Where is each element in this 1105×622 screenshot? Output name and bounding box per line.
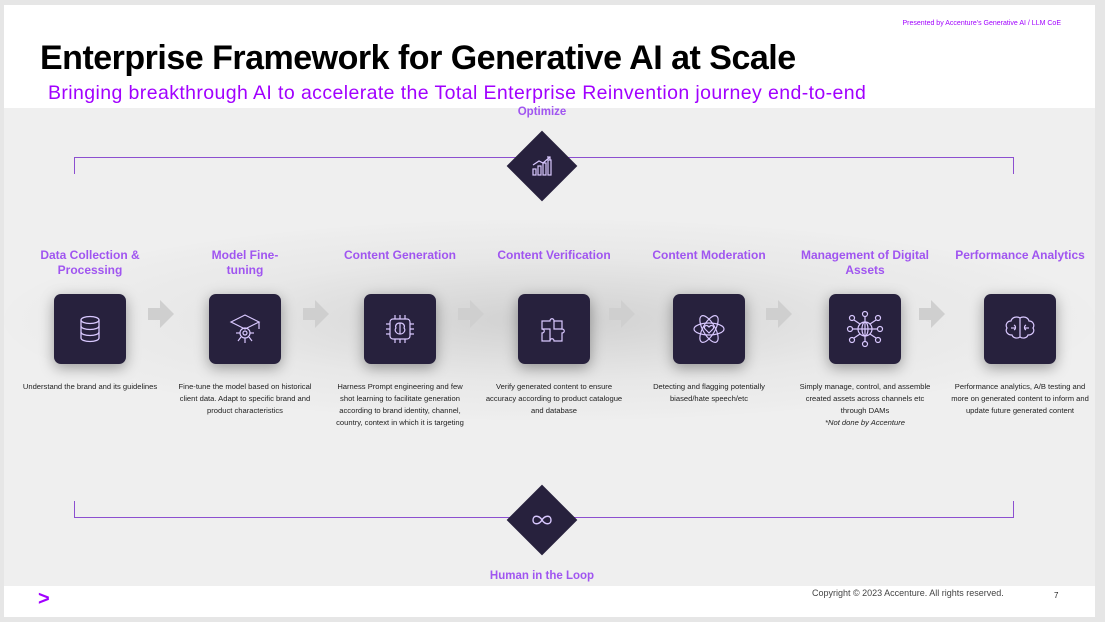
graduation-chip-icon — [227, 311, 263, 347]
chip-brain-icon — [383, 312, 417, 346]
step-title: Performance Analytics — [955, 248, 1085, 262]
brain-icon — [1002, 311, 1038, 347]
accenture-logo: > — [38, 588, 50, 610]
slide: Presented by Accenture's Generative AI /… — [4, 5, 1095, 617]
step-icon-box — [829, 294, 901, 364]
step-icon-box — [364, 294, 436, 364]
step-title: Content Generation — [343, 248, 456, 262]
step-icon-box — [209, 294, 281, 364]
page-number: 7 — [1054, 591, 1059, 600]
page-title: Enterprise Framework for Generative AI a… — [40, 39, 796, 77]
step-title: Management of Digital Assets — [800, 248, 929, 277]
presented-by-text: Presented by Accenture's Generative AI /… — [902, 20, 1061, 27]
step-icon-box — [518, 294, 590, 364]
step-title: Data Collection & Processing — [40, 248, 140, 277]
human-loop-label: Human in the Loop — [489, 570, 595, 582]
step-icon-box — [673, 294, 745, 364]
chart-growth-icon — [522, 146, 562, 186]
page-subtitle: Bringing breakthrough AI to accelerate t… — [48, 82, 867, 104]
flow-arrow — [458, 298, 484, 330]
flow-arrow — [766, 298, 792, 330]
copyright-text: Copyright © 2023 Accenture. All rights r… — [812, 588, 1004, 598]
flow-arrow — [609, 298, 635, 330]
step-description: Fine-tune the model based on historical … — [178, 382, 312, 415]
step-note: *Not done by Accenture — [825, 418, 905, 427]
step-icon-box — [54, 294, 126, 364]
optimize-label: Optimize — [517, 106, 567, 118]
step-description: Simply manage, control, and assemble cre… — [795, 381, 935, 429]
step-description: Understand the brand and its guidelines — [22, 382, 158, 391]
puzzle-icon — [537, 312, 571, 346]
flow-arrow — [303, 298, 329, 330]
step-description: Harness Prompt engineering and few shot … — [336, 382, 464, 427]
step-icon-box — [984, 294, 1056, 364]
step-title: Model Fine-tuning — [211, 248, 279, 277]
step-description: Performance analytics, A/B testing and m… — [951, 382, 1089, 415]
database-icon — [73, 312, 107, 346]
globe-network-icon — [846, 310, 884, 348]
flow-arrow — [919, 298, 945, 330]
step-description-text: Simply manage, control, and assemble cre… — [799, 382, 931, 415]
step-title: Content Moderation — [652, 248, 766, 262]
atom-heart-icon — [691, 311, 727, 347]
infinity-icon — [522, 500, 562, 540]
step-title: Content Verification — [497, 248, 611, 262]
step-description: Verify generated content to ensure accur… — [485, 382, 623, 415]
flow-arrow — [148, 298, 174, 330]
step-description: Detecting and flagging potentially biase… — [653, 382, 765, 403]
